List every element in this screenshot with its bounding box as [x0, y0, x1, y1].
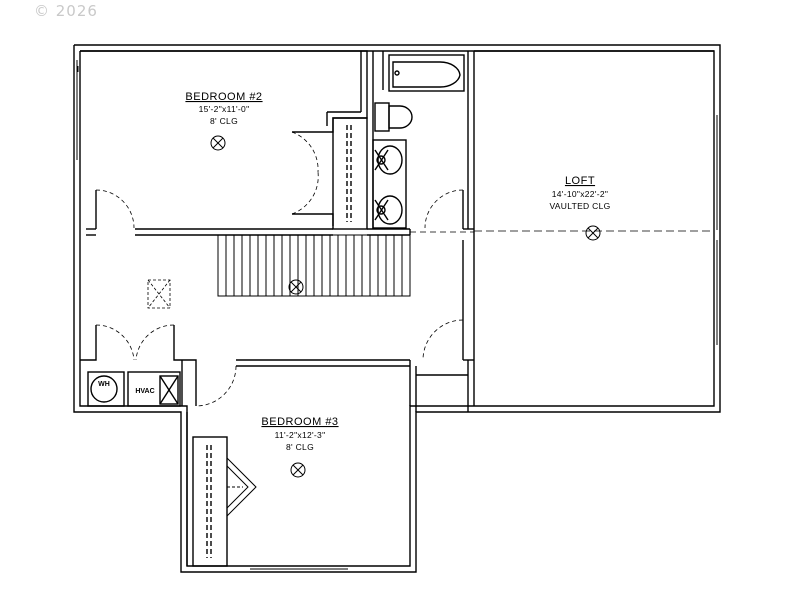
utility-closet-doors	[95, 324, 175, 361]
bathtub	[388, 54, 465, 92]
copyright-watermark: © 2026	[34, 2, 98, 20]
hvac-unit	[127, 371, 181, 407]
bedroom3-name: BEDROOM #3	[261, 416, 338, 428]
vanity-sinks	[372, 139, 407, 229]
ceiling-lights	[210, 135, 601, 478]
bedroom2-ceiling: 8' CLG	[210, 116, 238, 126]
bedroom2-closet-doors	[291, 131, 319, 215]
loft-dims: 14'-10"x22'-2"	[552, 189, 608, 199]
hvac-label: HVAC	[135, 388, 154, 395]
hall-door	[422, 319, 464, 361]
bedroom3-door	[195, 365, 237, 407]
bedroom2-closet	[332, 117, 368, 230]
loft-ceiling: VAULTED CLG	[549, 201, 610, 211]
utility-walls	[80, 325, 417, 412]
bedroom3-closet-doors	[226, 457, 257, 517]
attic-access-hatch	[147, 279, 171, 309]
windows	[73, 60, 721, 573]
loft-walls	[416, 50, 714, 412]
bedroom2-dims: 15'-2"x11'-0"	[199, 104, 250, 114]
exterior-walls	[73, 44, 721, 573]
toilet	[374, 102, 413, 132]
bedroom2-name: BEDROOM #2	[185, 91, 262, 103]
bedroom3-ceiling: 8' CLG	[286, 442, 314, 452]
bedroom2-door	[95, 189, 135, 229]
water-heater-label: WH	[98, 381, 110, 388]
bedroom2-walls	[80, 50, 368, 236]
water-heater	[87, 371, 125, 407]
staircase	[217, 234, 411, 297]
bathroom-door	[424, 189, 464, 229]
loft-name: LOFT	[565, 175, 595, 187]
bedroom3-walls	[186, 412, 228, 567]
bedroom3-dims: 11'-2"x12'-3"	[275, 430, 326, 440]
